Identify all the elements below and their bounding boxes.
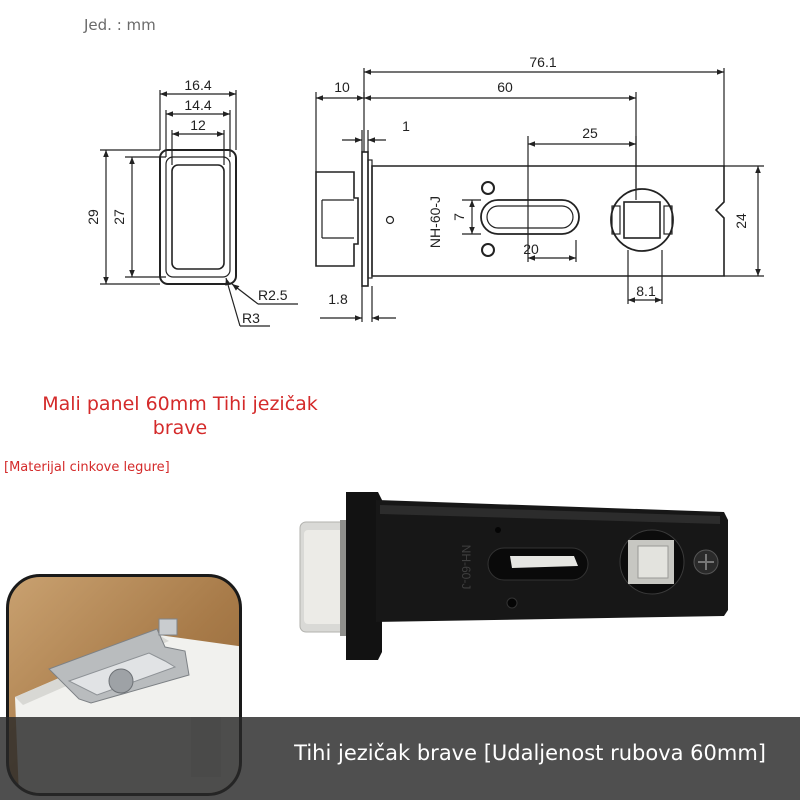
end-view-dimensions: 16.4 14.4 12 29 27 R2.5 R3 xyxy=(85,77,288,326)
end-view xyxy=(100,90,298,327)
dim-spindle-to-slot: 25 xyxy=(582,125,598,141)
dim-radius-outer: R2.5 xyxy=(258,287,288,303)
product-title: Mali panel 60mm Tihi jezičak brave xyxy=(42,393,318,439)
dim-spindle-square: 8.1 xyxy=(636,283,656,299)
dim-flange-thickness: 1.8 xyxy=(328,291,348,307)
caption-bar: Tihi jezičak brave [Udaljenost rubova 60… xyxy=(0,717,800,800)
dim-width-outer: 16.4 xyxy=(184,77,211,93)
dim-overall-length: 76.1 xyxy=(529,54,556,70)
caption-text: Tihi jezičak brave [Udaljenost rubova 60… xyxy=(294,741,766,765)
material-note: [Materijal cinkove legure] xyxy=(4,460,170,475)
dim-slot-length: 20 xyxy=(523,241,539,257)
dim-faceplate-offset: 10 xyxy=(334,79,350,95)
dim-radius-inner: R3 xyxy=(242,310,260,326)
dim-height-inner: 27 xyxy=(111,209,127,225)
dim-plate-thickness: 1 xyxy=(402,118,410,134)
dim-height-outer: 29 xyxy=(85,209,101,225)
dim-body-height: 24 xyxy=(733,213,749,229)
dim-slot-height: 7 xyxy=(451,213,467,221)
dim-backset: 60 xyxy=(497,79,513,95)
lock-product-photo xyxy=(299,492,728,660)
dim-width-inner: 12 xyxy=(190,117,206,133)
body-marking-photo: NH-60-J xyxy=(459,545,473,590)
side-view xyxy=(315,68,764,322)
side-view-dimensions: 76.1 10 60 1 25 7 20 24 8.1 1.8 NH-60-J xyxy=(328,54,749,307)
dim-width-mid: 14.4 xyxy=(184,97,211,113)
unit-label: Jed. : mm xyxy=(84,16,156,34)
body-marking-drawing: NH-60-J xyxy=(427,196,443,248)
